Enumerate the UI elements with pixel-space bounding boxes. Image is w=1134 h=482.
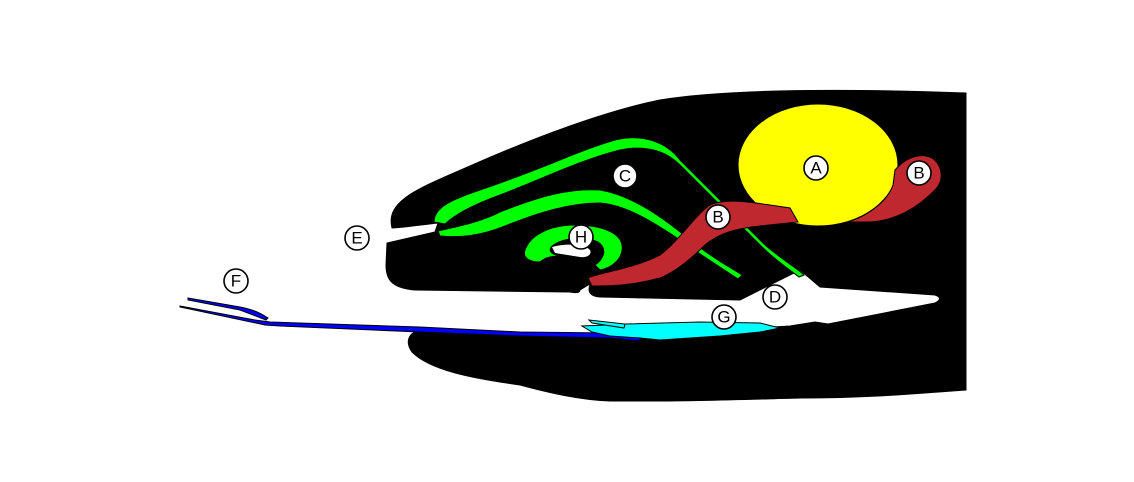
label-a: A: [803, 155, 829, 181]
label-b-right-text: B: [913, 164, 924, 183]
label-a-text: A: [810, 159, 822, 178]
region-c-lower-band: [437, 189, 743, 280]
label-e: E: [344, 225, 370, 251]
label-c: C: [612, 163, 638, 189]
label-e-text: E: [351, 229, 362, 248]
label-g-text: G: [717, 308, 730, 327]
label-b-left-text: B: [712, 208, 723, 227]
label-f: F: [223, 268, 249, 294]
label-b-right: B: [906, 160, 932, 186]
label-h-text: H: [575, 228, 587, 247]
region-b-duct: [587, 200, 799, 287]
label-c-text: C: [619, 167, 631, 186]
label-h: H: [568, 224, 594, 250]
region-c-upper-band: [433, 137, 805, 278]
region-h-ring: [523, 224, 623, 271]
label-d-text: D: [769, 288, 781, 307]
region-f-rod: [179, 297, 641, 342]
label-f-text: F: [231, 272, 241, 291]
label-b-left: B: [705, 204, 731, 230]
region-g-prong: [587, 319, 626, 329]
label-d: D: [762, 284, 788, 310]
label-g: G: [711, 304, 737, 330]
